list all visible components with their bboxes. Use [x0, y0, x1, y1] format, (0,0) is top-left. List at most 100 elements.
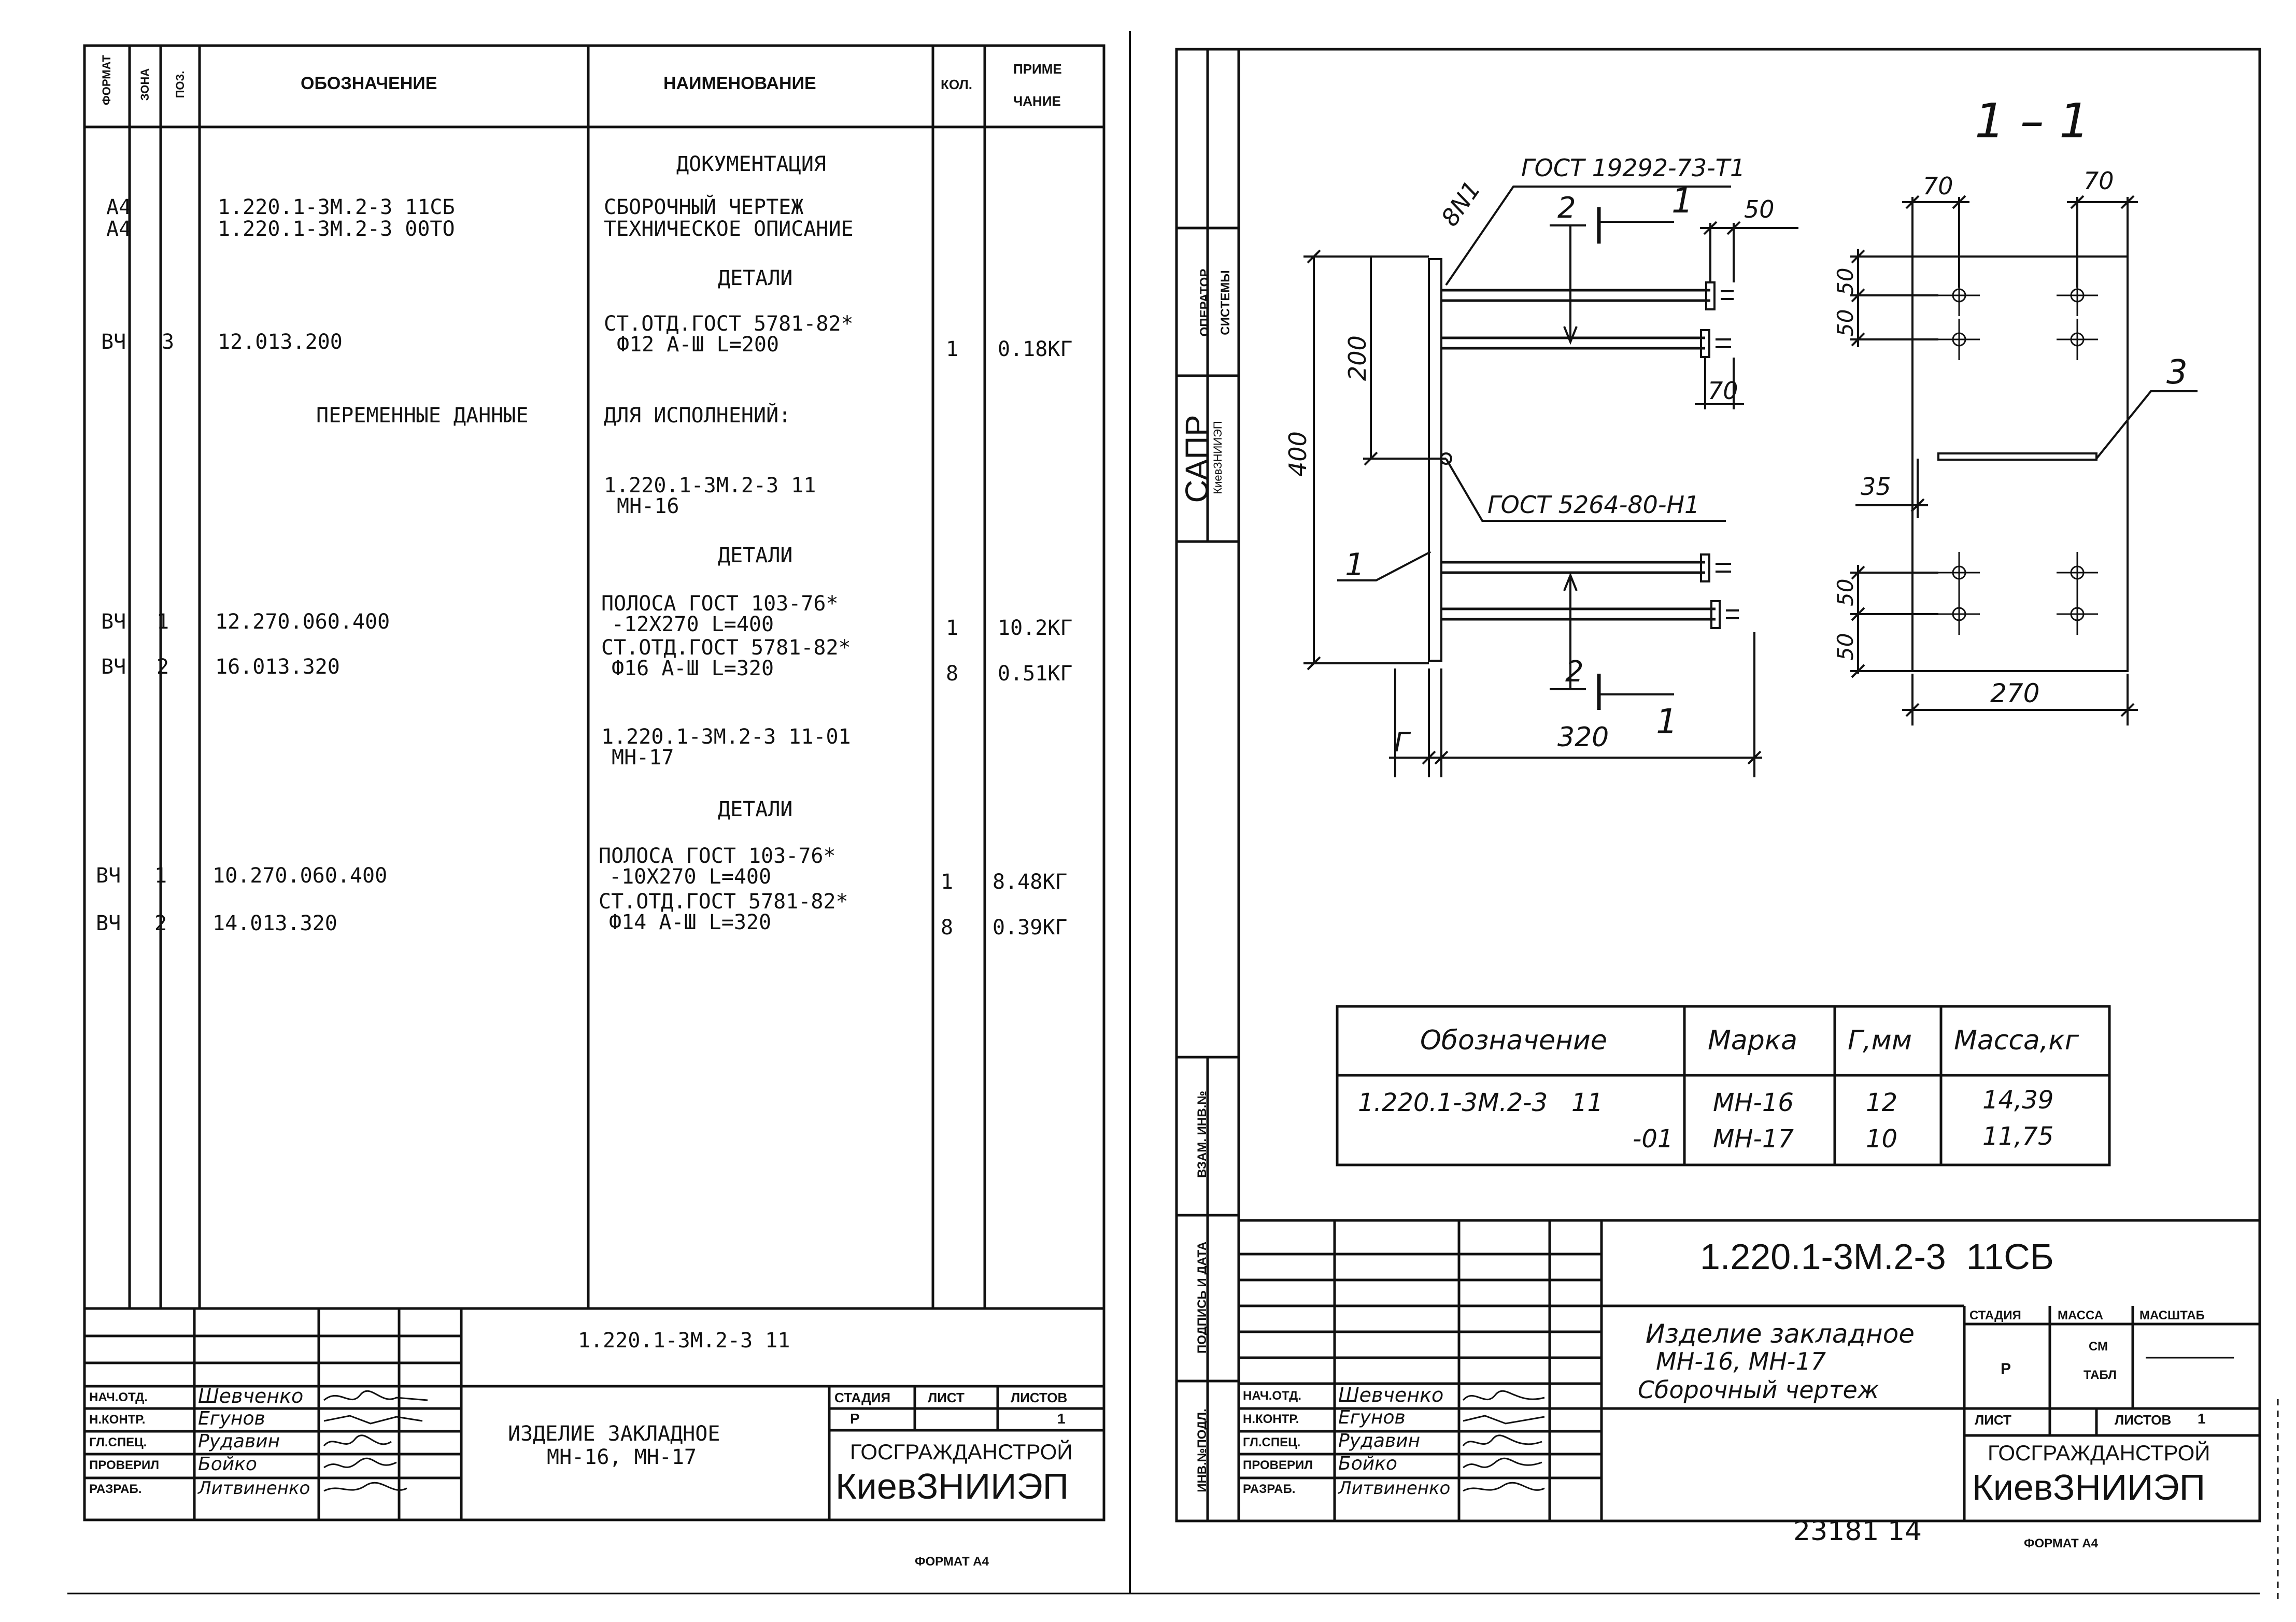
signer-name: Бойко [198, 1454, 257, 1475]
dim-label: 400 [1284, 431, 1312, 477]
variant-header: Обозначение [1420, 1025, 1607, 1056]
row-section-details: ДЕТАЛИ [718, 798, 793, 821]
signer-name: Шевченко [1338, 1384, 1444, 1406]
dim-label: 200 [1343, 335, 1371, 381]
tb-sheet-label: ЛИСТ [928, 1390, 965, 1405]
tb-scale-label: МАСШТАБ [2139, 1308, 2205, 1322]
weld-label: 8N1 [1436, 176, 1486, 231]
part-mark: 1 [1345, 547, 1365, 583]
row-pos: 1 [157, 610, 169, 634]
row-format: ВЧ [101, 655, 126, 679]
row-name: Ф16 А-Ш L=320 [612, 657, 774, 680]
row-documentation: ДОКУМЕНТАЦИЯ [676, 152, 826, 176]
row-name: ТЕХНИЧЕСКОЕ ОПИСАНИЕ [604, 217, 854, 241]
tb-sheets: 1 [2198, 1411, 2206, 1427]
row-designation: 16.013.320 [215, 655, 340, 679]
tb-mass-label: МАССА [2058, 1308, 2104, 1322]
row-format: ВЧ [101, 330, 126, 354]
row-qty: 1 [946, 337, 959, 361]
row-format: А4 [106, 217, 132, 241]
row-pos: 1 [154, 864, 167, 888]
role-label: РАЗРАБ. [1243, 1482, 1296, 1496]
row-designation: 14.013.320 [212, 912, 337, 935]
dim-label: 70 [2084, 167, 2114, 195]
part-mark: 2 [1565, 655, 1584, 689]
row-name: 1.220.1-3М.2-3 11 [604, 474, 816, 497]
dim-label: 70 [1708, 377, 1738, 405]
dim-label: 50 [1833, 579, 1858, 606]
role-label: ГЛ.СПЕЦ. [1243, 1435, 1301, 1449]
row-format: ВЧ [96, 912, 121, 935]
row-qty: 8 [941, 916, 954, 940]
header-note-2: ЧАНИЕ [1013, 93, 1061, 109]
signer-name: Литвиненко [198, 1478, 310, 1499]
signer-name: Бойко [1338, 1453, 1397, 1474]
signatures-right [1462, 1390, 1545, 1492]
header-qty: КОЛ. [941, 77, 972, 92]
tb-stage-label: СТАДИЯ [1969, 1308, 2021, 1322]
row-name: ДЛЯ ИСПОЛНЕНИЙ: [604, 404, 791, 428]
row-name: -10Х270 L=400 [609, 865, 772, 889]
tb-title: Изделие закладное [1646, 1319, 1915, 1349]
row-note: 8.48КГ [993, 870, 1068, 894]
part-mark: 1 [1656, 702, 1678, 742]
tb-title: МН-16, МН-17 [1656, 1347, 1826, 1375]
tb-title: ИЗДЕЛИЕ ЗАКЛАДНОЕ [508, 1422, 720, 1446]
row-designation: 10.270.060.400 [212, 864, 388, 888]
role-label: Н.КОНТР. [1243, 1412, 1299, 1426]
row-qty: 1 [941, 870, 954, 894]
row-note: 0.18КГ [998, 337, 1073, 361]
tb-org: КиевЗНИИЭП [1972, 1467, 2206, 1507]
row-section-details: ДЕТАЛИ [718, 266, 793, 290]
variant-designation: -01 [1633, 1125, 1674, 1154]
row-variable-data: ПЕРЕМЕННЫЕ ДАННЫЕ [316, 404, 529, 428]
signer-name: Литвиненко [1338, 1478, 1451, 1499]
row-name: МН-17 [612, 746, 674, 770]
archive-number: 23181 14 [1793, 1516, 1922, 1547]
dim-label: 50 [1833, 633, 1858, 661]
row-qty: 1 [946, 616, 959, 640]
tb-title: МН-16, МН-17 [547, 1445, 697, 1469]
signer-name: Рудавин [198, 1431, 280, 1452]
tb-sheets-label: ЛИСТОВ [2115, 1412, 2172, 1428]
row-name: СТ.ОТД.ГОСТ 5781-82* [604, 312, 854, 336]
variant-mass: 11,75 [1982, 1122, 2054, 1151]
gost-label: ГОСТ 19292-73-Т1 [1521, 154, 1745, 182]
variant-mass: 14,39 [1982, 1086, 2054, 1115]
tb-org: ГОСГРАЖДАНСТРОЙ [1988, 1441, 2210, 1465]
role-label: ГЛ.СПЕЦ. [89, 1435, 147, 1449]
variant-header: Марка [1708, 1025, 1798, 1056]
part-mark: 2 [1557, 191, 1576, 225]
tb-title: Сборочный чертеж [1638, 1376, 1879, 1404]
row-section-details: ДЕТАЛИ [718, 544, 793, 567]
tb-sheet-label: ЛИСТ [1975, 1412, 2011, 1428]
dim-label: 50 [1833, 268, 1858, 295]
dim-label: 50 [1833, 309, 1858, 337]
variant-g: 12 [1866, 1088, 1898, 1117]
signatures-left [323, 1390, 428, 1492]
row-pos: 2 [154, 912, 167, 935]
header-designation: ОБОЗНАЧЕНИЕ [301, 74, 437, 93]
tb-org: ГОСГРАЖДАНСТРОЙ [850, 1440, 1073, 1464]
row-format: А4 [106, 195, 132, 219]
row-note: 0.51КГ [998, 662, 1073, 686]
role-label: ПРОВЕРИЛ [1243, 1458, 1313, 1472]
role-label: ПРОВЕРИЛ [89, 1458, 160, 1472]
row-note: 10.2КГ [998, 616, 1073, 640]
row-pos: 2 [157, 655, 169, 679]
section-label: 1 – 1 [1975, 93, 2090, 149]
gost-label: ГОСТ 5264-80-Н1 [1487, 491, 1699, 519]
variant-header: Масса,кг [1954, 1025, 2079, 1056]
role-label: НАЧ.ОТД. [1243, 1389, 1301, 1403]
variant-designation: 1.220.1-3М.2-3 11 [1358, 1088, 1603, 1117]
variant-g: 10 [1866, 1125, 1898, 1154]
signer-name: Шевченко [198, 1385, 304, 1407]
signer-name: Егунов [198, 1408, 265, 1429]
variant-mark: МН-17 [1713, 1125, 1794, 1154]
row-name: Ф12 А-Ш L=200 [617, 333, 779, 357]
variant-mark: МН-16 [1713, 1088, 1794, 1117]
row-name: ПОЛОСА ГОСТ 103-76* [601, 592, 839, 616]
dim-label: 70 [1923, 172, 1953, 200]
